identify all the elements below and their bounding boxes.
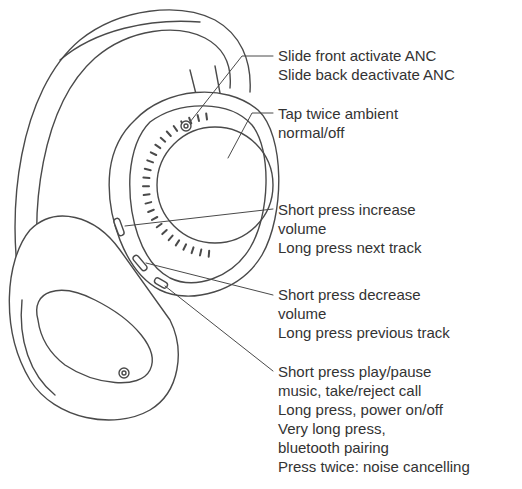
anc-switch-knob <box>184 124 188 128</box>
speaker-dot <box>146 202 152 204</box>
anc-switch <box>181 121 191 131</box>
speaker-dot <box>174 126 177 131</box>
callout-text: Press twice: noise cancelling <box>278 457 470 476</box>
speaker-dot <box>205 114 208 120</box>
speaker-dot <box>200 250 201 256</box>
leader-lines <box>125 56 273 371</box>
speaker-dot <box>143 185 149 187</box>
speaker-dot <box>161 138 166 142</box>
front-cup-rim <box>130 106 266 283</box>
speaker-dot <box>151 152 156 155</box>
callout-text: Long press previous track <box>278 323 450 342</box>
speaker-dot <box>169 236 173 241</box>
leader-line <box>190 56 273 122</box>
callout-text: Long press, power on/off <box>278 400 443 419</box>
speaker-dot <box>162 230 166 234</box>
leader-line <box>146 263 273 295</box>
speaker-dot <box>143 177 149 180</box>
speaker-dot <box>155 145 160 148</box>
speaker-dot <box>198 115 199 121</box>
callout-text: Short press play/pause music, take/rejec… <box>278 362 463 400</box>
speaker-dot <box>183 244 186 249</box>
callout-text: Very long press, bluetooth pairing <box>278 419 428 457</box>
callout-text: Short press increase volume <box>278 200 448 238</box>
front-cup-shell <box>109 92 279 296</box>
leader-line <box>165 286 273 371</box>
back-cup-rim <box>21 300 55 395</box>
speaker-dot <box>192 247 194 253</box>
front-cup-face <box>157 127 273 243</box>
leader-line <box>228 113 273 158</box>
callout-text: Tap twice ambient normal/off <box>278 104 428 142</box>
speaker-dot <box>145 169 151 170</box>
speaker-dot <box>176 240 179 245</box>
speaker-dot <box>148 210 154 212</box>
callout-text: Long press next track <box>278 238 421 257</box>
port-hole <box>119 368 129 378</box>
leader-line <box>125 209 273 226</box>
speaker-dot-ring <box>143 114 209 257</box>
speaker-dot <box>208 251 211 257</box>
speaker-dot <box>152 217 157 220</box>
callout-text: Short press decrease volume <box>278 285 448 323</box>
volume-up-button <box>113 218 125 237</box>
back-ear-pad-opening <box>37 290 153 382</box>
callout-text: Slide front activate ANC <box>278 46 436 65</box>
speaker-dot <box>167 132 171 137</box>
port-hole-inner <box>122 371 126 375</box>
speaker-dot <box>157 224 162 228</box>
headband-edge <box>60 21 200 60</box>
speaker-dot <box>147 160 153 162</box>
speaker-dot <box>144 193 150 196</box>
callout-text: Slide back deactivate ANC <box>278 65 455 84</box>
